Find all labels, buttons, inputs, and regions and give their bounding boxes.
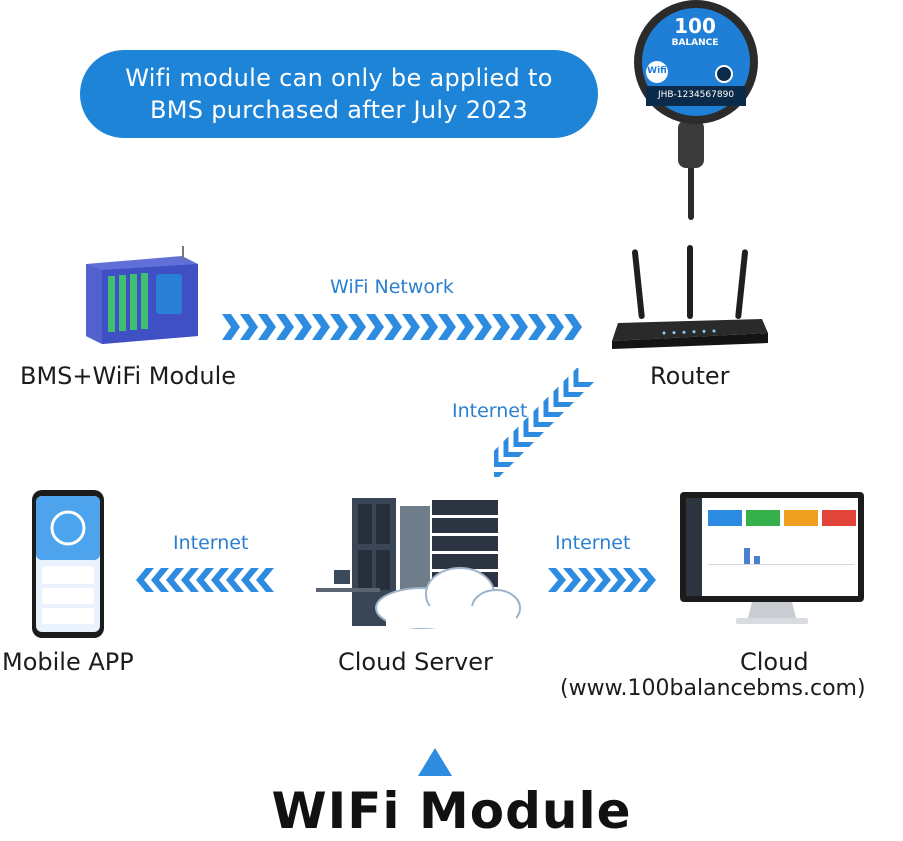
internet-label-server-cloud: Internet [555, 532, 631, 554]
internet-label-router-server: Internet [452, 400, 528, 422]
notice-line-2: BMS purchased after July 2023 [149, 96, 529, 124]
cloud-url-label: (www.100balancebms.com) [560, 676, 866, 701]
internet-arrows-server-mobile [136, 568, 274, 592]
router-image [612, 245, 768, 349]
device-logo-number: 100 [674, 14, 716, 38]
bms-battery-image [86, 246, 198, 344]
cloud-label: Cloud [740, 648, 809, 676]
mobile-app-label: Mobile APP [2, 648, 134, 676]
cloud-server-label: Cloud Server [338, 648, 493, 676]
internet-arrows-server-cloud [548, 568, 656, 592]
internet-label-server-mobile: Internet [173, 532, 249, 554]
bms-wifi-module-label: BMS+WiFi Module [20, 362, 237, 390]
internet-arrows-router-server [494, 368, 594, 484]
page-title: WIFi Module [271, 782, 632, 840]
up-triangle-icon [418, 748, 452, 776]
wifi-network-arrows [222, 314, 582, 340]
cloud-server-image [316, 498, 521, 629]
cloud-monitor-image [680, 492, 864, 624]
device-serial: JHB-1234567890 [657, 90, 735, 100]
device-logo-brand: BALANCE [671, 38, 719, 48]
mobile-phone-image [32, 490, 104, 638]
device-wifi-badge: Wifi [647, 66, 667, 76]
router-label: Router [650, 362, 730, 390]
wifi-module-device-image [634, 0, 758, 220]
notice-line-1: Wifi module can only be applied to [125, 64, 553, 92]
notice-banner: Wifi module can only be applied to BMS p… [80, 50, 598, 138]
wifi-network-label: WiFi Network [330, 276, 454, 298]
